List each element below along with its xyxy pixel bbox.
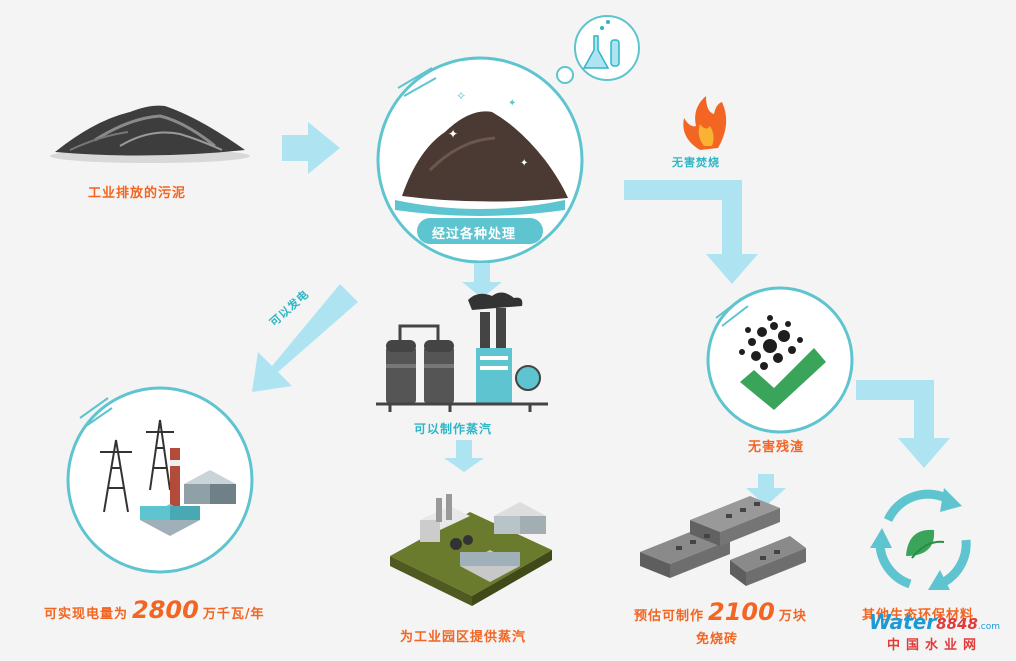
- arrow-down-3: [746, 474, 786, 506]
- arrow-to-recycle: [856, 380, 950, 468]
- power-unit: 万千瓦/年: [202, 607, 265, 622]
- residue-check-icon: [739, 315, 826, 410]
- watermark-brand-a: Water: [868, 610, 937, 634]
- watermark-brand-b: 8848: [936, 615, 978, 633]
- label-incinerate: 无害焚烧: [672, 156, 720, 169]
- arrow-to-power: [252, 284, 358, 392]
- power-tower-icon: [100, 419, 236, 536]
- label-pollution: 工业排放的污泥: [88, 186, 187, 201]
- brick-item: 免烧砖: [696, 632, 739, 647]
- power-prefix: 可实现电量为: [44, 607, 129, 622]
- brick-unit: 万块: [778, 609, 807, 624]
- brick-stat: 预估可制作 2100 万块 免烧砖: [634, 598, 807, 647]
- lab-flask-icon: [556, 15, 640, 84]
- power-value: 2800: [132, 596, 199, 624]
- label-steam-supply: 为工业园区提供蒸汽: [400, 630, 527, 645]
- arrow-down-2: [444, 440, 484, 472]
- brick-stack-icon: [640, 496, 806, 586]
- sludge-pile-icon: [50, 105, 250, 163]
- watermark-domain: .com: [977, 622, 1000, 632]
- recycle-leaf-icon: [870, 488, 971, 590]
- watermark-cn: 中国水业网: [886, 638, 982, 653]
- svg-text:✦: ✦: [520, 158, 528, 169]
- treated-pile-icon: [402, 111, 568, 202]
- label-treatment: 经过各种处理: [432, 227, 517, 242]
- power-node: [66, 386, 254, 574]
- arrow-to-residue: [624, 180, 758, 284]
- label-residue: 无害残渣: [748, 440, 805, 455]
- brick-value: 2100: [708, 598, 775, 626]
- svg-text:✧: ✧: [456, 89, 466, 103]
- steam-plant-icon: [376, 292, 548, 412]
- industrial-park-icon: [390, 494, 552, 606]
- power-stat: 可实现电量为 2800 万千瓦/年: [44, 596, 265, 624]
- label-recycle: 其他生态环保材料: [862, 608, 975, 623]
- treatment-node: ✦ ✦ ✧ ✦: [376, 56, 584, 264]
- watermark: Water8848.com 中国水业网: [869, 610, 1000, 653]
- svg-text:✦: ✦: [448, 127, 458, 141]
- svg-text:✦: ✦: [508, 98, 516, 109]
- brick-prefix: 预估可制作: [634, 609, 705, 624]
- arrow-right-1: [282, 122, 340, 174]
- fire-icon: [683, 96, 727, 150]
- arrow-down-1: [462, 263, 502, 298]
- label-steam-make: 可以制作蒸汽: [414, 422, 493, 436]
